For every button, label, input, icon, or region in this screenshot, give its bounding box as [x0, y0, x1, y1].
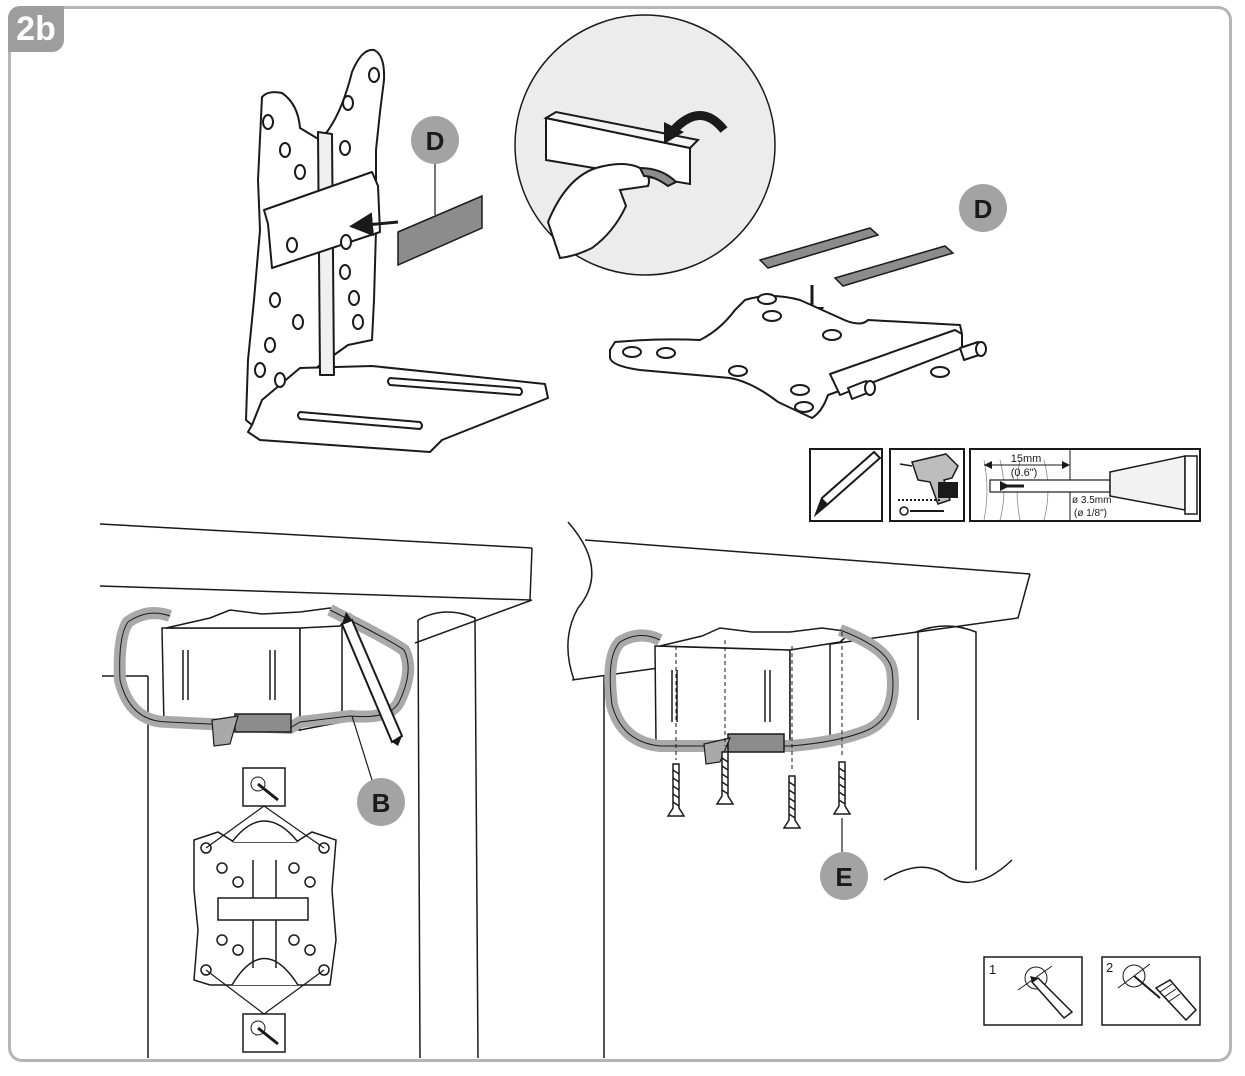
page-frame: [8, 6, 1232, 1062]
drill-diameter-mm: ø 3.5mm: [1072, 495, 1111, 506]
l-bracket-drawing: [245, 48, 549, 453]
tool-pencil-box: [809, 448, 883, 522]
strap-outline: [609, 629, 894, 747]
pencil: [340, 612, 404, 746]
part-e-label: E: [835, 862, 852, 892]
adhesive-pad: [758, 227, 880, 269]
table-right-drawing: [567, 521, 1031, 1058]
strap-buckle: [703, 733, 785, 765]
mounted-bracket-left: [161, 607, 352, 731]
adhesive-pad: [397, 194, 483, 267]
screw-guides: [675, 632, 843, 770]
peel-arrow: [668, 111, 728, 136]
part-d-label-left: D: [426, 126, 445, 156]
insert-arrow: [349, 212, 399, 237]
part-d-badge-left: [411, 116, 459, 164]
peel-arrow-head: [664, 122, 684, 144]
part-b-label: B: [372, 788, 391, 818]
strap-outline: [119, 609, 409, 729]
drill-spec-box: 15mm (0.6") ø 3.5mm (ø 1/8"): [969, 448, 1201, 522]
marking-detail-top: [242, 767, 286, 807]
table-left-drawing: [99, 523, 533, 1059]
drill-depth-mm: 15mm: [1011, 453, 1042, 465]
inset-step-1: 1: [983, 956, 1083, 1026]
tool-drill-box: [889, 448, 965, 522]
inset-step-2-number: 2: [1106, 960, 1113, 975]
drill-depth-in: (0.6"): [1011, 467, 1038, 479]
part-b-badge: [357, 778, 405, 826]
part-d-label-right: D: [974, 194, 993, 224]
part-e-badge: [820, 852, 868, 900]
peel-detail: [543, 110, 701, 260]
bracket-bottom-view: [193, 805, 337, 1015]
mounted-bracket-right: [654, 627, 854, 749]
strap-buckle: [211, 713, 292, 747]
marking-detail-bottom: [242, 1013, 286, 1053]
inset-step-1-number: 1: [989, 962, 996, 977]
adhesive-pad: [833, 245, 955, 287]
inset-step-2: 2: [1101, 956, 1201, 1026]
step-badge: 2b: [8, 6, 64, 52]
screws: [666, 751, 852, 829]
callout-line: [351, 715, 373, 781]
drill-diameter-in: (ø 1/8"): [1074, 508, 1107, 519]
part-d-badge-right: [959, 184, 1007, 232]
flat-plate-drawing: [609, 293, 987, 419]
